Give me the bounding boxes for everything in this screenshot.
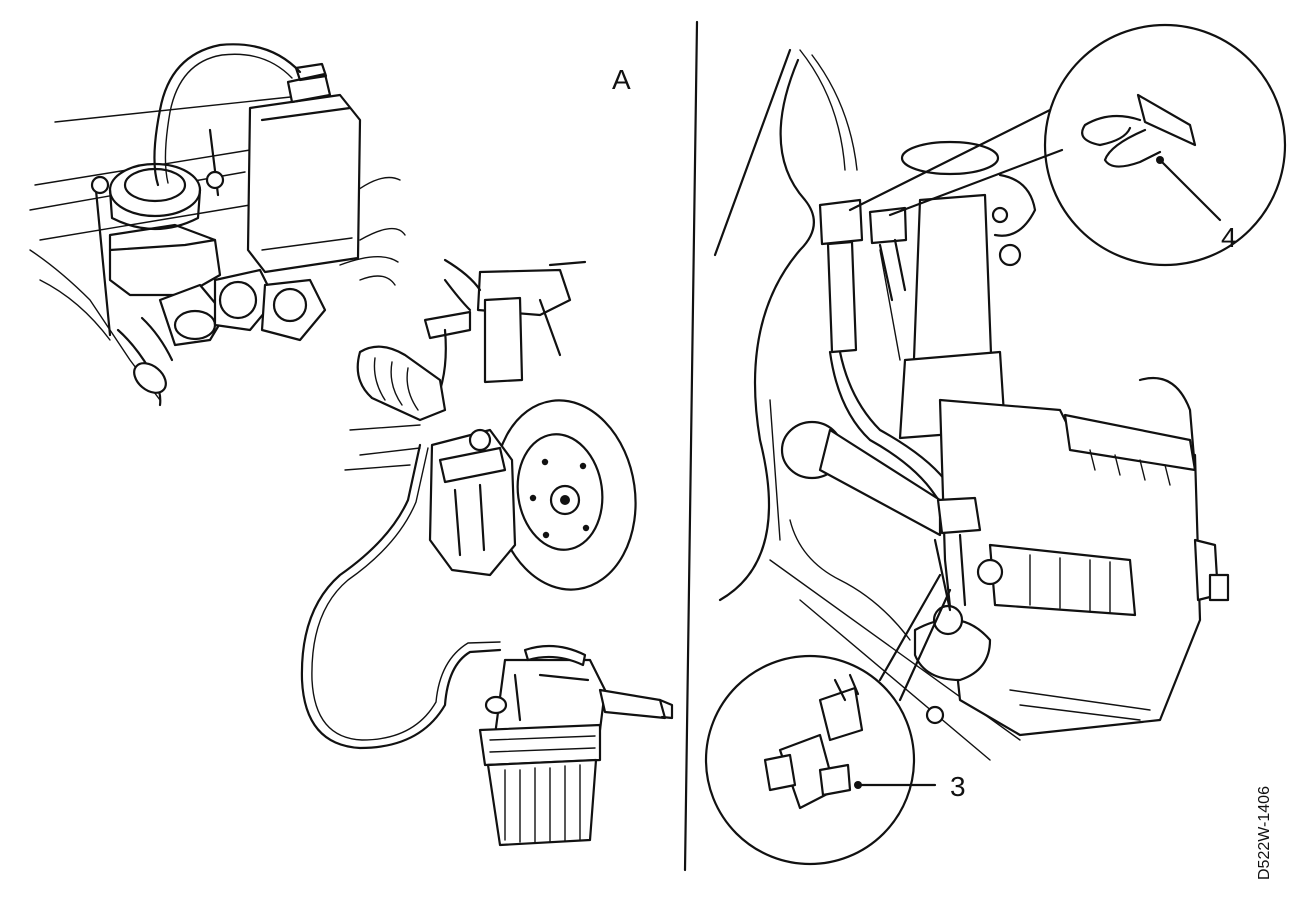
shock-absorber xyxy=(900,142,1035,438)
drive-shaft-boot xyxy=(345,347,445,470)
drive-shaft xyxy=(782,422,940,535)
detail-4-magnifier xyxy=(850,25,1285,265)
detail-3-magnifier xyxy=(706,575,950,864)
body-panels xyxy=(715,50,1020,760)
transfer-hose xyxy=(154,44,300,185)
bleed-hose xyxy=(302,445,500,748)
reservoir-cap xyxy=(110,164,200,229)
callout-label-3: 3 xyxy=(950,771,966,802)
hub-knuckle xyxy=(940,378,1228,735)
brake-caliper xyxy=(430,430,515,575)
panel-divider xyxy=(685,22,697,870)
callout-label-4: 4 xyxy=(1221,222,1237,253)
fluid-bottle xyxy=(248,64,360,272)
master-cylinder xyxy=(92,130,325,345)
brake-disc xyxy=(482,391,647,599)
view-label-a: A xyxy=(612,64,631,95)
drawing-reference-code: D522W-1406 xyxy=(1256,786,1273,880)
left-panel xyxy=(30,44,672,845)
ball-joint xyxy=(915,498,990,723)
right-panel xyxy=(706,25,1285,864)
front-strut xyxy=(425,260,585,390)
bleeder-unit xyxy=(480,646,672,845)
engine-bay-structure xyxy=(30,96,405,405)
